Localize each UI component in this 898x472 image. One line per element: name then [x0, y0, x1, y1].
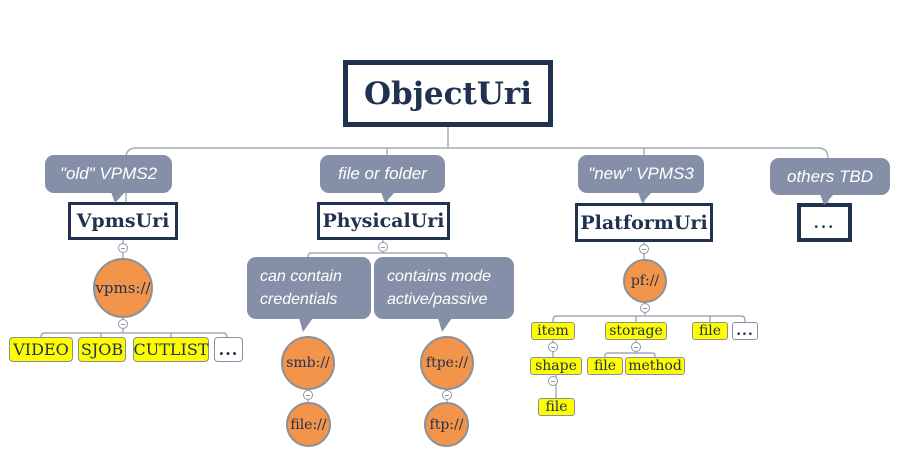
connector-line	[552, 315, 746, 322]
connector-line	[40, 332, 228, 338]
callout-file-or-folder[interactable]: file or folder	[320, 155, 445, 203]
callout-label: "new" VPMS3	[588, 164, 694, 183]
callout-tail	[299, 318, 313, 332]
collapse-toggle[interactable]	[118, 319, 128, 329]
leaf-sjob[interactable]: SJOB	[78, 337, 126, 362]
node-physicaluri[interactable]: PhysicalUri	[317, 202, 450, 240]
node-vpms-scheme[interactable]: vpms://	[93, 258, 153, 318]
node-ftpe-scheme[interactable]: ftpe://	[420, 336, 474, 390]
collapse-toggle[interactable]	[303, 390, 313, 400]
collapse-toggle[interactable]	[118, 243, 128, 253]
callout-label: can contain credentials	[260, 267, 342, 308]
callout-tail	[638, 192, 652, 203]
node-smb-scheme[interactable]: smb://	[281, 336, 335, 390]
leaf-cutlist[interactable]: CUTLIST	[133, 337, 209, 362]
connector-line	[125, 147, 829, 203]
leaf-storage[interactable]: storage	[605, 322, 667, 340]
leaf-ellipsis[interactable]: ...	[732, 322, 758, 340]
leaf-ellipsis[interactable]: ...	[214, 337, 243, 362]
node-ftp-scheme[interactable]: ftp://	[424, 402, 469, 447]
collapse-toggle[interactable]	[442, 390, 452, 400]
callout-contains-mode[interactable]: contains mode active/passive	[374, 257, 514, 332]
leaf-file[interactable]: file	[692, 322, 728, 340]
callout-label: others TBD	[787, 166, 873, 186]
callout-tail	[438, 318, 452, 332]
connector-line	[307, 252, 448, 320]
callout-label: contains mode active/passive	[387, 267, 492, 308]
leaf-item[interactable]: item	[531, 322, 575, 340]
leaf-file[interactable]: file	[587, 357, 623, 375]
collapse-toggle[interactable]	[639, 244, 649, 254]
callout-new-vpms3[interactable]: "new" VPMS3	[578, 155, 704, 203]
collapse-toggle[interactable]	[548, 342, 558, 352]
callout-can-contain-credentials[interactable]: can contain credentials	[247, 257, 371, 332]
callout-old-vpms2[interactable]: "old" VPMS2	[45, 155, 172, 203]
connector-line	[604, 352, 656, 357]
node-others-placeholder[interactable]: ...	[797, 203, 852, 242]
callout-tail	[820, 194, 834, 205]
node-vpmsuri[interactable]: VpmsUri	[68, 202, 178, 240]
callout-others-tbd[interactable]: others TBD	[770, 158, 890, 205]
collapse-toggle[interactable]	[548, 376, 558, 386]
collapse-toggle[interactable]	[378, 242, 388, 252]
leaf-shape[interactable]: shape	[530, 357, 582, 375]
callout-tail	[381, 192, 395, 203]
collapse-toggle[interactable]	[631, 342, 641, 352]
node-pf-scheme[interactable]: pf://	[623, 259, 667, 303]
leaf-file[interactable]: file	[538, 398, 575, 416]
collapse-toggle[interactable]	[640, 303, 650, 313]
leaf-video[interactable]: VIDEO	[9, 337, 73, 362]
root-node-objecturi[interactable]: ObjectUri	[343, 60, 553, 127]
node-file-scheme[interactable]: file://	[286, 402, 331, 447]
callout-tail	[111, 192, 125, 203]
callout-label: file or folder	[338, 164, 427, 183]
leaf-method[interactable]: method	[625, 357, 685, 375]
node-platformuri[interactable]: PlatformUri	[575, 203, 713, 242]
callout-label: "old" VPMS2	[59, 164, 158, 183]
